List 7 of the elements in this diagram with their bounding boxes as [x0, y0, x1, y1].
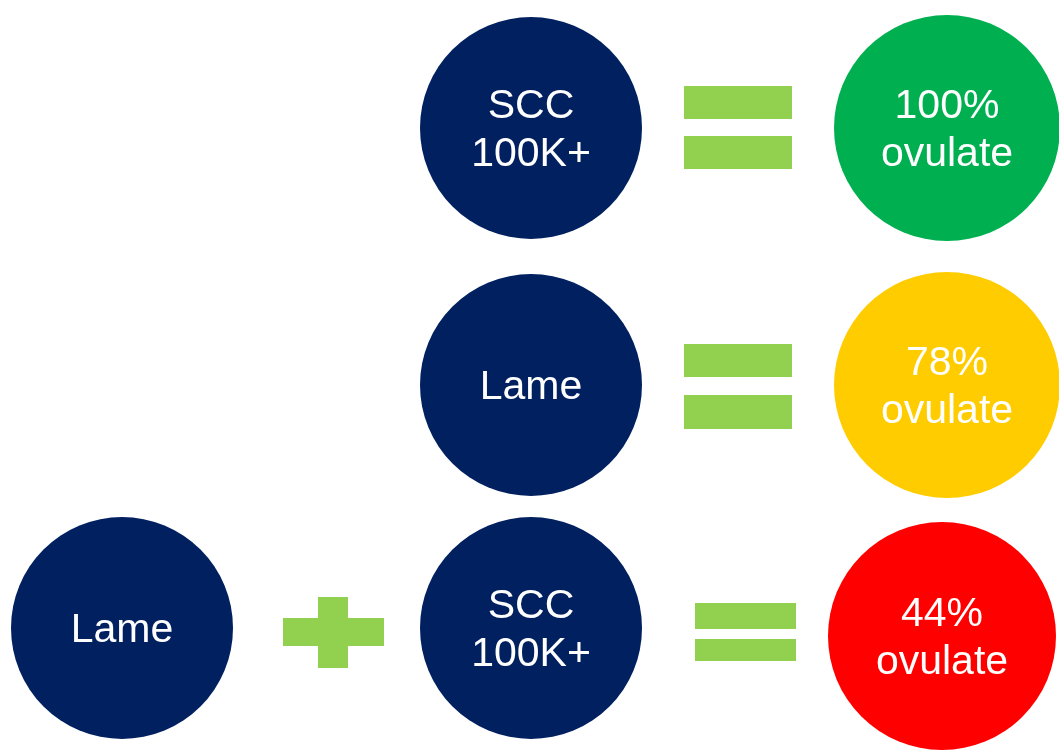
circle-label: Lame [69, 604, 175, 652]
circle-label: SCC 100K+ [470, 580, 592, 676]
circle-label: 78% ovulate [879, 337, 1015, 433]
circle-label: 100% ovulate [879, 80, 1015, 176]
circle-label: SCC 100K+ [470, 80, 592, 176]
circle-label: 44% ovulate [874, 588, 1010, 684]
circle-label: Lame [478, 361, 584, 409]
